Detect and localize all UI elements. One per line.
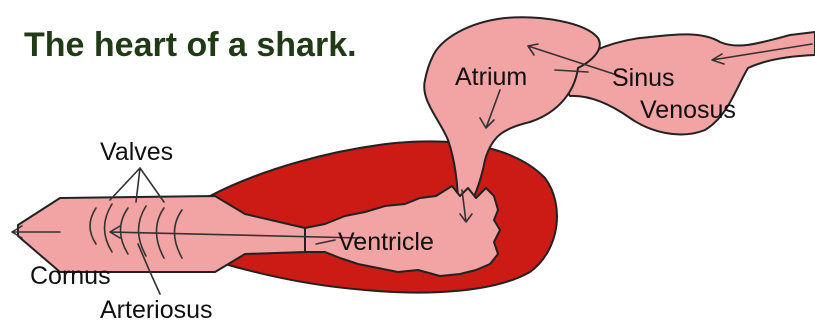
cornus-arteriosus-label-line1: Cornus: [30, 262, 111, 290]
ventricle-label: Ventricle: [338, 228, 434, 256]
sinus-venosus-label-line1: Sinus: [612, 64, 675, 92]
cornus-arteriosus-label-line2: Arteriosus: [100, 296, 213, 324]
sinus-venosus-label-line2: Venosus: [640, 96, 736, 124]
diagram-title: The heart of a shark.: [24, 26, 357, 64]
atrium-label: Atrium: [455, 63, 527, 91]
valves-label: Valves: [100, 138, 173, 166]
